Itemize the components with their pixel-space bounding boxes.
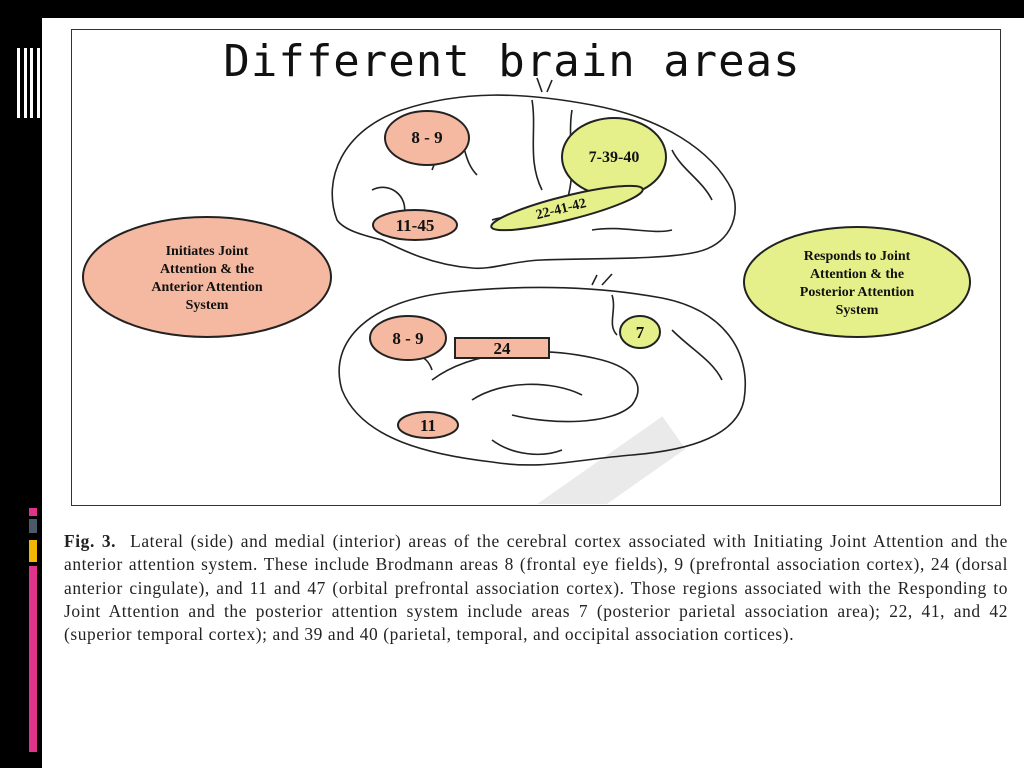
initiates-callout [82,216,332,338]
region-24 [454,337,550,359]
region-11-45 [372,209,458,241]
figure-caption: Fig. 3. Lateral (side) and medial (inter… [64,530,1008,646]
svg-text:Attention & the: Attention & the [160,262,254,277]
lateral-brain [331,77,736,270]
label-8-9-medial: 8 - 9 [392,329,423,348]
label-11-45: 11-45 [396,216,435,235]
svg-text:System: System [836,303,879,318]
svg-text:Initiates Joint: Initiates Joint [166,244,249,259]
svg-text:Anterior Attention: Anterior Attention [151,280,263,295]
svg-text:Responds to Joint: Responds to Joint [804,249,911,264]
accent-pink-bar [29,566,37,752]
label-24: 24 [494,339,512,358]
figure-frame: 8 - 9 7-39-40 22-41-42 11-45 8 - 9 24 7 … [71,29,1001,564]
watermark [498,416,686,564]
brain-diagram: 8 - 9 7-39-40 22-41-42 11-45 8 - 9 24 7 … [82,77,971,564]
accent-pink-top [29,508,37,516]
region-8-9-lateral [384,110,470,166]
label-7-medial: 7 [636,323,645,342]
label-7-39-40: 7-39-40 [589,149,640,166]
initiates-callout-text: Initiates Joint Attention & the Anterior… [151,244,263,313]
label-11-medial: 11 [420,416,436,435]
medial-brain [338,273,746,466]
region-11-medial [397,411,459,439]
svg-text:System: System [186,298,229,313]
region-8-9-medial [369,315,447,361]
accent-gray [29,519,37,533]
region-22-41-42 [490,184,644,232]
accent-yellow [29,540,37,562]
label-8-9-lateral: 8 - 9 [411,128,442,147]
svg-text:Attention & the: Attention & the [810,267,904,282]
caption-prefix: Fig. 3. [64,531,117,551]
caption-text: Lateral (side) and medial (interior) are… [64,531,1008,645]
decorative-bars [17,48,43,118]
region-7-medial [619,315,661,349]
responds-callout-text: Responds to Joint Attention & the Poster… [800,249,915,318]
responds-callout [743,226,971,338]
slide-title: Different brain areas [223,36,801,87]
svg-text:Posterior Attention: Posterior Attention [800,285,915,300]
